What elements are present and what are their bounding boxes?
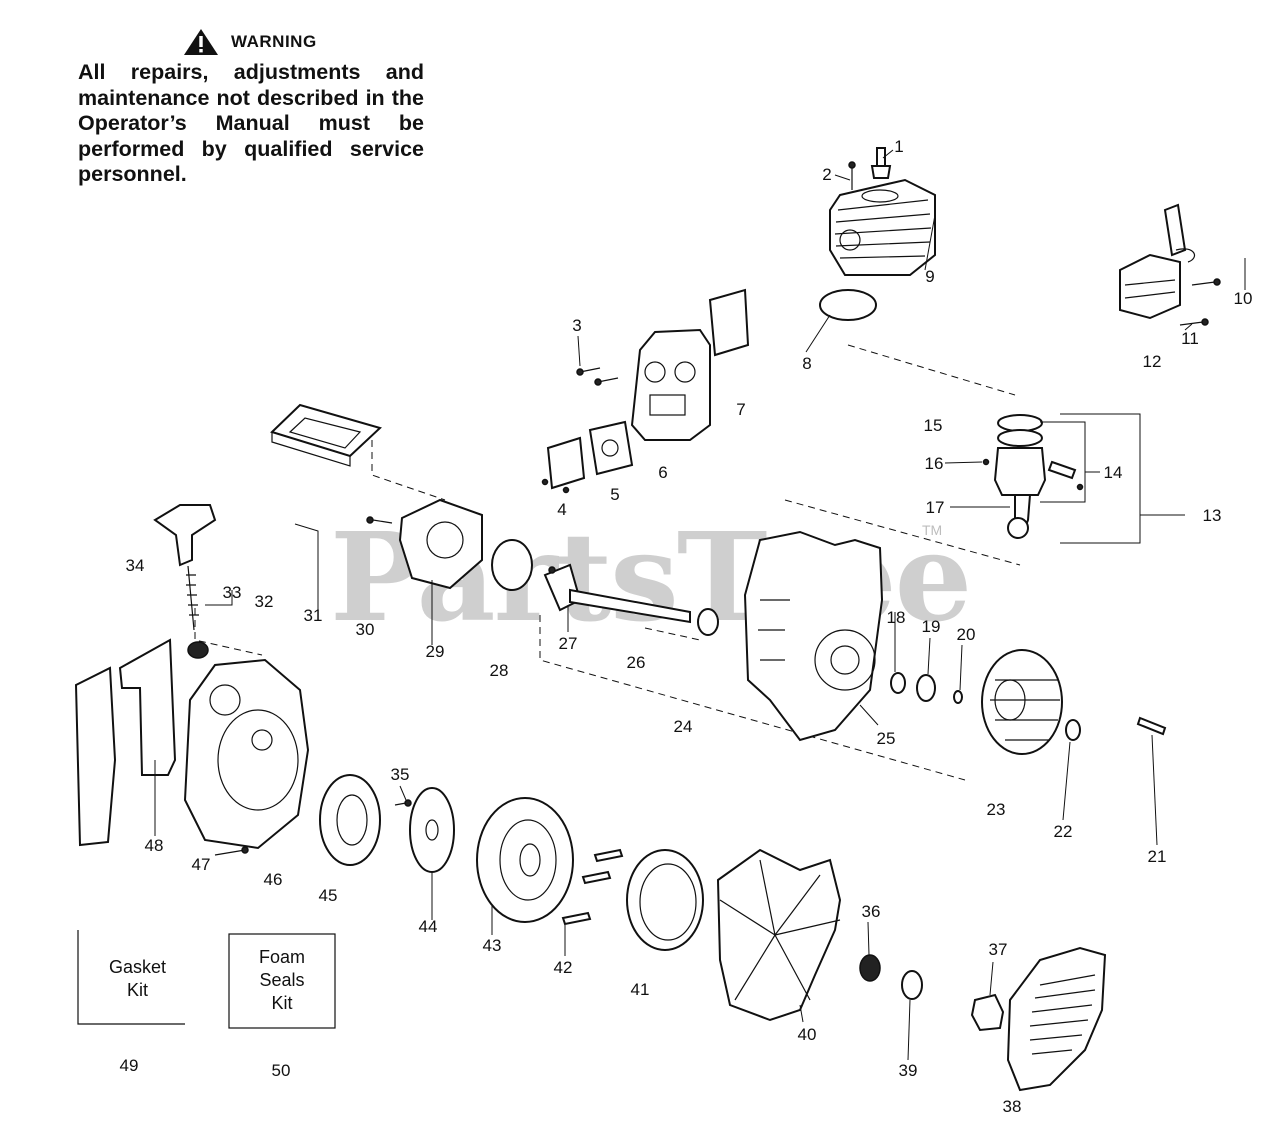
callout-12[interactable]: 12 — [1142, 352, 1162, 371]
callout-24[interactable]: 24 — [673, 717, 693, 736]
callout-50[interactable]: 50 — [271, 1061, 291, 1080]
callout-3[interactable]: 3 — [572, 316, 582, 335]
part-muffler — [630, 288, 750, 441]
warning-title: WARNING — [231, 32, 317, 51]
callout-21[interactable]: 21 — [1147, 847, 1167, 866]
callout-34[interactable]: 34 — [125, 556, 145, 575]
callout-13[interactable]: 13 — [1202, 506, 1222, 525]
part-starter-pulley — [319, 774, 412, 866]
callout-32[interactable]: 32 — [254, 592, 274, 611]
part-foam-seals — [74, 638, 177, 847]
part-pin-21 — [1136, 716, 1167, 736]
callout-15[interactable]: 15 — [923, 416, 943, 435]
callout-33[interactable]: 33 — [222, 583, 242, 602]
part-piston-group — [982, 413, 1141, 544]
part-bearing-18 — [890, 672, 906, 694]
callout-39[interactable]: 39 — [898, 1061, 918, 1080]
callout-25[interactable]: 25 — [876, 729, 896, 748]
callout-47[interactable]: 47 — [191, 855, 211, 874]
callout-40[interactable]: 40 — [797, 1025, 817, 1044]
part-crank-seal — [697, 608, 719, 636]
callout-41[interactable]: 41 — [630, 980, 650, 999]
callout-5[interactable]: 5 — [610, 485, 620, 504]
callout-31[interactable]: 31 — [303, 606, 323, 625]
part-fan-housing-plate — [476, 797, 574, 923]
foam-seals-kit-label: Foam Seals Kit — [258, 947, 305, 1013]
callout-14[interactable]: 14 — [1103, 463, 1123, 482]
part-muffler-gaskets — [541, 420, 634, 494]
callout-18[interactable]: 18 — [886, 608, 906, 627]
part-starter-handle — [153, 504, 217, 659]
part-module-screws — [1179, 278, 1221, 326]
part-air-filter-frame — [270, 403, 382, 467]
part-inlet-cover — [626, 849, 704, 951]
part-starter-housing — [183, 658, 310, 856]
gasket-kit-label: Gasket Kit — [108, 957, 167, 1000]
warning-triangle-icon — [184, 29, 218, 55]
warning-text: All repairs, adjustments and maintenance… — [78, 60, 424, 186]
part-cylinder — [829, 178, 936, 276]
callout-9[interactable]: 9 — [925, 267, 935, 286]
callout-43[interactable]: 43 — [482, 936, 502, 955]
callout-4[interactable]: 4 — [557, 500, 567, 519]
part-flywheel — [981, 649, 1063, 755]
part-nut — [859, 954, 881, 982]
callout-22[interactable]: 22 — [1053, 822, 1073, 841]
part-cylinder-gasket — [819, 289, 877, 321]
callout-16[interactable]: 16 — [924, 454, 944, 473]
part-housing-screws — [561, 848, 624, 926]
callout-35[interactable]: 35 — [390, 765, 410, 784]
callout-6[interactable]: 6 — [658, 463, 668, 482]
callout-20[interactable]: 20 — [956, 625, 976, 644]
callout-38[interactable]: 38 — [1002, 1097, 1022, 1116]
leader-lines — [154, 149, 1246, 1061]
callout-44[interactable]: 44 — [418, 917, 438, 936]
part-washer-39 — [901, 970, 923, 1000]
warning-header: WARNING — [183, 28, 317, 56]
callout-23[interactable]: 23 — [986, 800, 1006, 819]
part-crankcase — [743, 530, 884, 742]
part-crankshaft — [543, 563, 691, 624]
kit-boxes — [77, 930, 336, 1029]
callout-1[interactable]: 1 — [894, 137, 904, 156]
callout-26[interactable]: 26 — [626, 653, 646, 672]
part-ignition-module — [1119, 203, 1196, 320]
callout-36[interactable]: 36 — [861, 902, 881, 921]
callout-45[interactable]: 45 — [318, 886, 338, 905]
part-sleeve — [970, 993, 1005, 1032]
part-starter-washer — [409, 787, 455, 873]
callout-42[interactable]: 42 — [553, 958, 573, 977]
callout-10[interactable]: 10 — [1233, 289, 1253, 308]
assembly-lines — [194, 344, 1021, 781]
callout-48[interactable]: 48 — [144, 836, 164, 855]
callout-49[interactable]: 49 — [119, 1056, 139, 1075]
part-bearing-19 — [916, 674, 936, 702]
callout-2[interactable]: 2 — [822, 165, 832, 184]
part-intake-gasket — [491, 539, 533, 591]
callout-29[interactable]: 29 — [425, 642, 445, 661]
callout-17[interactable]: 17 — [925, 498, 945, 517]
part-spark-plug — [870, 147, 892, 179]
part-washer-22 — [1065, 719, 1081, 741]
part-ring-20 — [953, 690, 963, 704]
callout-37[interactable]: 37 — [988, 940, 1008, 959]
callout-19[interactable]: 19 — [921, 617, 941, 636]
watermark-trademark: TM — [922, 522, 943, 538]
callout-28[interactable]: 28 — [489, 661, 509, 680]
callout-11[interactable]: 11 — [1181, 329, 1199, 348]
part-impeller — [716, 848, 842, 1022]
callout-8[interactable]: 8 — [802, 354, 812, 373]
part-inlet-guard — [1006, 946, 1107, 1092]
callout-30[interactable]: 30 — [355, 620, 375, 639]
callout-27[interactable]: 27 — [558, 634, 578, 653]
callout-46[interactable]: 46 — [263, 870, 283, 889]
part-cylinder-bolt — [848, 161, 856, 190]
part-muffler-screws — [576, 367, 619, 386]
callout-7[interactable]: 7 — [736, 400, 746, 419]
part-carburetor-adapter — [366, 498, 483, 590]
